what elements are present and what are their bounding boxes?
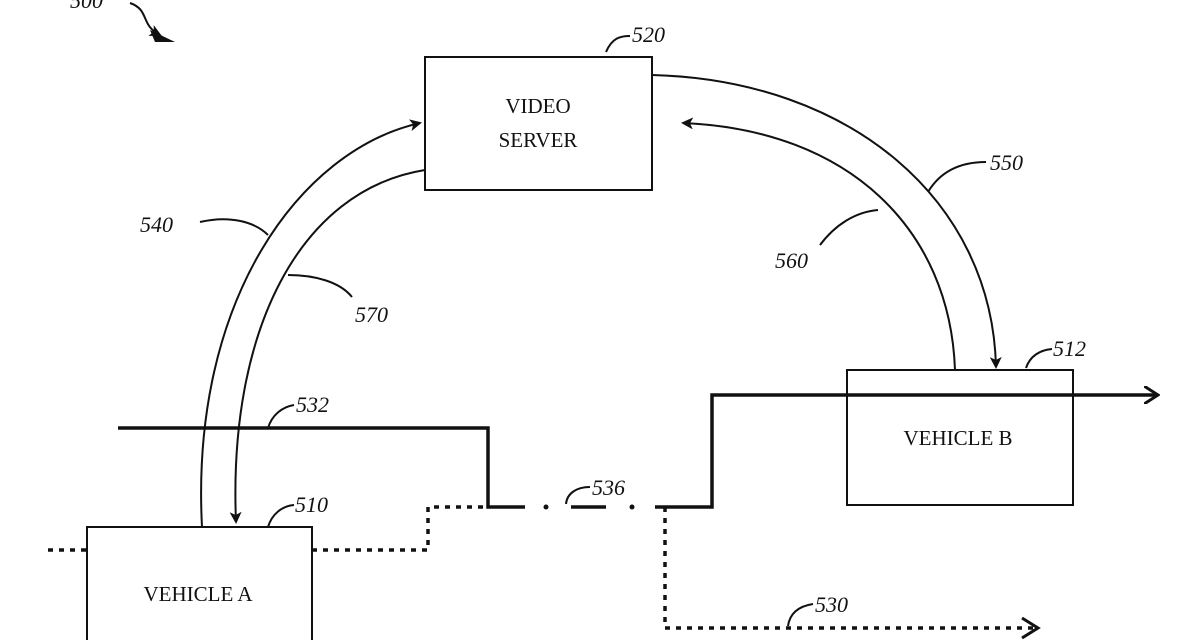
leader-530: [788, 604, 813, 626]
path-530-ref: 530: [815, 592, 848, 617]
flow-560-b-to-server: [683, 123, 955, 370]
vehicle-b-ref: 512: [1053, 336, 1086, 361]
flow-550-server-to-b: [652, 75, 996, 367]
flow-550-ref: 550: [990, 150, 1023, 175]
vehicle-b-label: VEHICLE B: [903, 426, 1012, 450]
path-532-ref: 532: [296, 392, 329, 417]
path-530-continuation: [665, 507, 1035, 628]
figure-ref-label: 500: [70, 0, 103, 13]
gap-536-ref: 536: [592, 475, 625, 500]
vehicle-a-box: VEHICLE A: [87, 527, 312, 640]
leader-550: [928, 162, 986, 192]
leader-520: [606, 36, 630, 52]
video-server-line1: VIDEO: [505, 94, 570, 118]
video-server-line2: SERVER: [499, 128, 578, 152]
flow-570-server-to-a: [235, 170, 425, 522]
vehicle-a-label: VEHICLE A: [143, 582, 253, 606]
leader-512: [1026, 349, 1052, 368]
leader-532: [268, 405, 294, 428]
leader-540: [200, 219, 268, 235]
leader-560: [820, 210, 878, 245]
leader-570: [288, 275, 352, 297]
video-server-ref: 520: [632, 22, 665, 47]
flow-560-ref: 560: [775, 248, 808, 273]
vehicle-a-ref: 510: [295, 492, 328, 517]
leader-510: [268, 505, 294, 527]
vehicle-b-box: VEHICLE B: [847, 370, 1073, 505]
video-server-box: VIDEO SERVER: [425, 57, 652, 190]
gap-dot: [630, 505, 635, 510]
gap-dot: [544, 505, 549, 510]
flow-570-ref: 570: [355, 302, 388, 327]
flow-540-ref: 540: [140, 212, 173, 237]
figure-ref-arrow: [130, 3, 160, 35]
leader-536: [566, 487, 590, 504]
